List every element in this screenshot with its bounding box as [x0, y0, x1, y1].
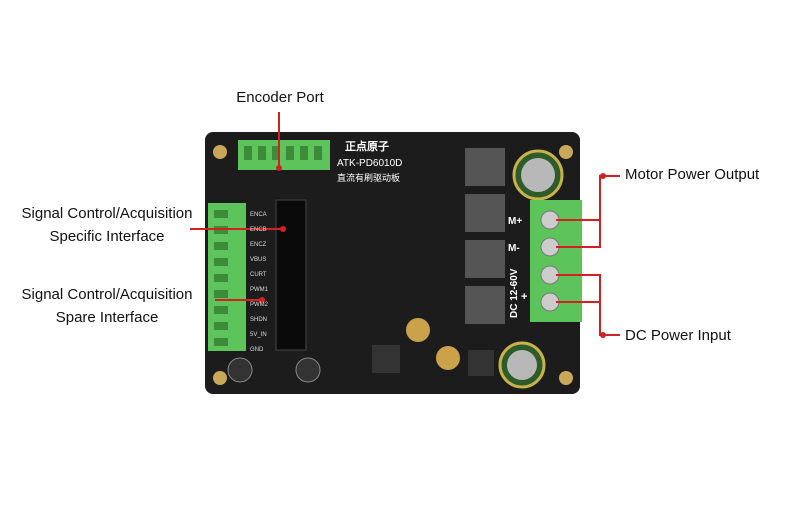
label-signal-specific-1: Signal Control/Acquisition [21, 205, 193, 222]
pin-label: ENCA [250, 212, 267, 218]
pin-label: ENCB [250, 227, 267, 233]
pin-label: ENCZ [250, 242, 267, 248]
pin-header [275, 199, 307, 351]
board-subtitle: 直流有刷驱动板 [337, 172, 400, 183]
pin-label: SHDN [250, 317, 267, 323]
label-encoder-port: Encoder Port [236, 89, 324, 106]
board-model: ATK-PD6010D [337, 158, 402, 169]
pin-label: 5V_IN [250, 332, 267, 338]
label-signal-spare-2: Spare Interface [55, 309, 159, 326]
pin-label: GND [250, 347, 264, 353]
label-motor-minus: M- [508, 243, 520, 254]
label-motor-output: Motor Power Output [625, 166, 760, 183]
label-plus: + [521, 291, 527, 303]
label-voltage: DC 12-60V [509, 268, 520, 318]
label-signal-spare-1: Signal Control/Acquisition [21, 286, 193, 303]
label-signal-specific-2: Specific Interface [49, 228, 165, 245]
board-brand: 正点原子 [345, 139, 389, 153]
pin-label: PWM1 [250, 287, 269, 293]
mounting-holes [213, 145, 573, 385]
pin-label: VBUS [250, 257, 266, 263]
label-dc-input: DC Power Input [625, 327, 731, 344]
pin-label: PWM2 [250, 302, 269, 308]
pin-label: CURT [250, 272, 267, 278]
label-motor-plus: M+ [508, 216, 522, 227]
annotation-lines [190, 112, 620, 336]
